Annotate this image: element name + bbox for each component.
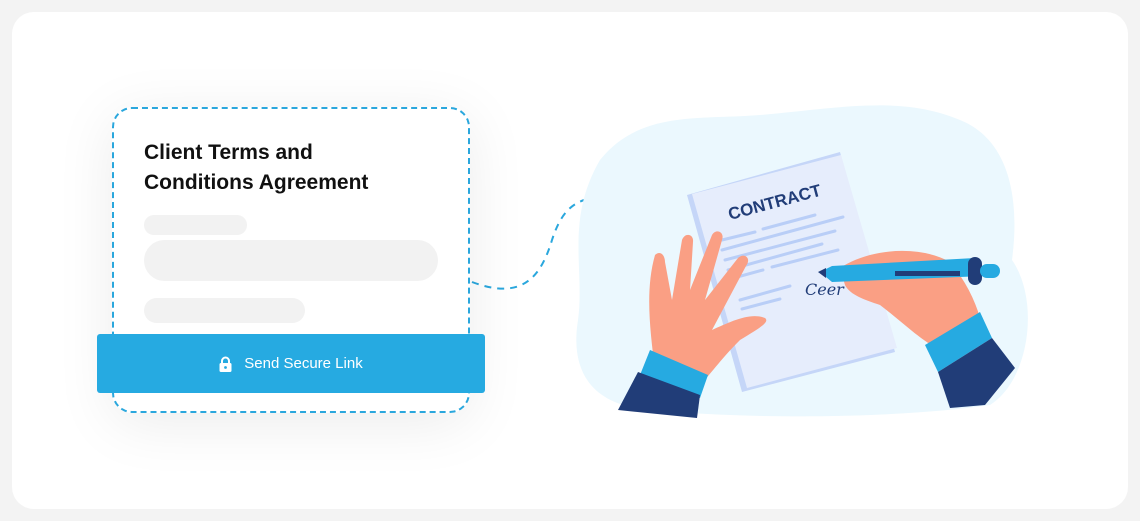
card-title: Client Terms and Conditions Agreement: [144, 138, 444, 198]
dashed-connector: [471, 199, 585, 290]
title-line-1: Client Terms and: [144, 141, 313, 164]
pen-icon: [818, 257, 1000, 285]
send-secure-link-button[interactable]: Send Secure Link: [97, 334, 485, 393]
lock-icon: [219, 356, 232, 372]
title-line-2: Conditions Agreement: [144, 171, 369, 194]
button-label: Send Secure Link: [244, 355, 363, 372]
signature: Ceer: [805, 280, 845, 299]
left-hand: [618, 231, 767, 418]
placeholder-label: [144, 215, 247, 235]
placeholder-field: [144, 240, 438, 281]
placeholder-line: [144, 298, 305, 323]
